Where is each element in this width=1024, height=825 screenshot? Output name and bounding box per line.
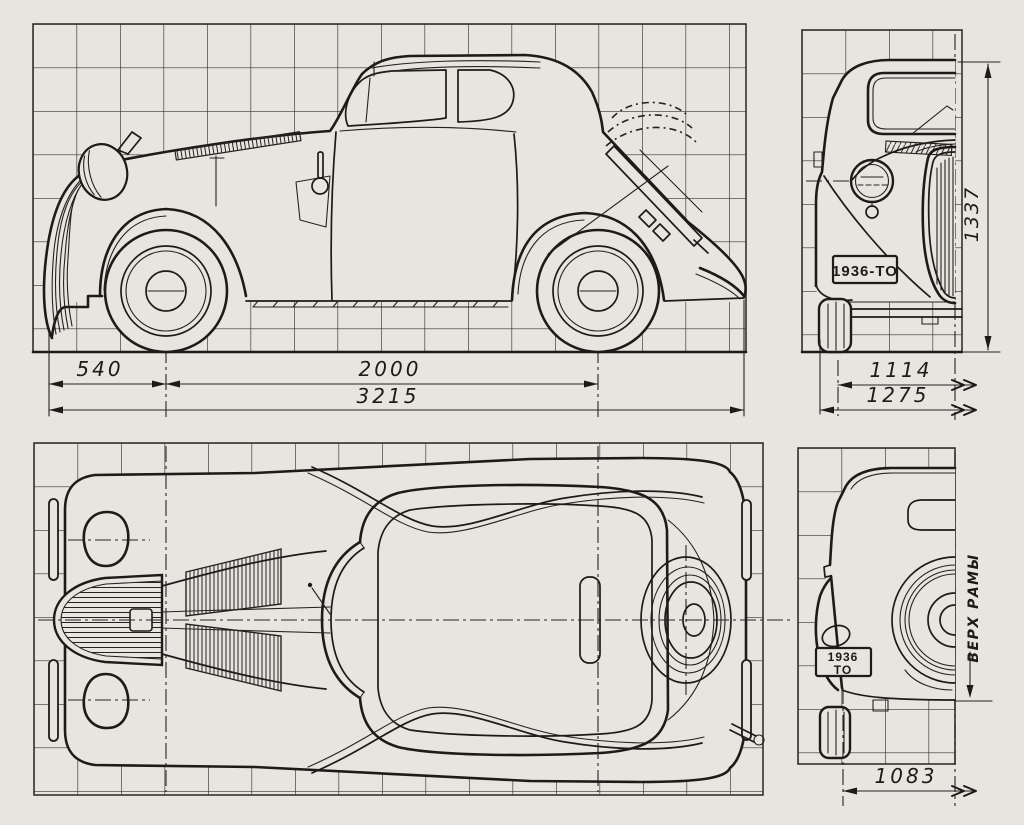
rear-body-outline [828,466,957,567]
taillight [821,624,851,648]
rear-wheel-side [535,228,661,354]
side-bottom-front [50,294,104,338]
rear-window [907,499,956,531]
wind-deflector [117,131,142,155]
front-license-plate: 1936-TO [831,254,899,285]
rear-view: 1936 TO ВЕРХ РАМЫ 1083 [797,447,993,806]
front-fender [98,207,248,298]
front-bumper-blade-right [48,659,59,742]
running-board [252,300,509,308]
dim-overall-height: 1337 [961,186,983,242]
quarter-window [457,69,515,123]
fender-sweep-lines [307,466,705,774]
dim-overall-width: 1275 [867,383,930,407]
side-view: 540 2000 3215 [31,23,748,420]
frame-top-line [841,689,956,701]
rear-crank-handle [729,723,765,746]
frame-top-label: ВЕРХ РАМЫ [966,553,982,662]
vent-window-divider [365,77,371,123]
hood-louvre-band [174,131,302,161]
front-width-dimensions: 1114 1275 [819,339,977,416]
wiper-top [307,582,331,615]
hood-vent-left [185,548,282,617]
fender-sweep-front [823,175,931,298]
rear-bumper-blade-right [741,659,752,741]
rear-plate-line2: TO [834,663,852,677]
front-plate-text: 1936-TO [832,263,898,280]
headlight-top-right [68,672,150,730]
side-dimensions: 540 2000 3215 [48,299,745,417]
side-bracket [813,151,823,168]
rear-track-dimension: 1083 [842,764,977,797]
hinge-bracket [823,564,832,578]
door-handle [311,151,329,195]
sunroof-lines [371,60,541,77]
rear-bracket [872,699,889,712]
roof-inner-line-rear [850,472,956,490]
rear-fender [510,211,666,302]
spare-wheel-rear [891,556,956,691]
frame-top-callout: ВЕРХ РАМЫ [955,553,993,702]
folded-top-cloud [605,101,697,147]
rear-deck-details [547,145,746,300]
dim-wheelbase: 2000 [359,357,422,381]
hood-inner-line [915,143,956,153]
front-wheel-side [103,228,229,354]
rocker-line [245,297,745,302]
rear-body-fill [815,468,955,700]
nose-louvres [51,171,91,335]
rear-wheel-rearview [818,705,852,760]
wiper-front [911,105,954,135]
dim-rear-track: 1083 [875,764,938,788]
top-view [33,442,790,796]
headlight-side [77,143,129,201]
dim-front-track: 1114 [870,358,933,382]
headlight-top-left [68,510,150,568]
front-bumper-blade-left [48,498,59,581]
grille-front [921,145,957,305]
dim-front-overhang: 540 [76,357,123,381]
windshield-front [866,71,957,136]
front-body-outline [814,58,957,288]
hood-edge-line [851,139,956,181]
rear-bumper-blade-left [741,499,752,581]
door-front-edge [330,131,337,301]
cowl-hatch [884,140,953,157]
hood-vent-right [185,623,282,692]
height-dimension: 1337 [957,61,1001,353]
top-body-fill [65,458,746,782]
front-fender-inner-line [103,215,167,291]
front-view: 1936-TO 1337 1114 [800,29,1001,420]
rear-license-plate: 1936 TO [814,646,873,678]
front-wheel-frontview [817,297,853,354]
hood-side-seam [209,155,225,207]
door-rear-edge [511,133,519,301]
dim-overall-length: 3215 [357,384,420,408]
rear-fender-inner-line [517,219,585,295]
grille-top [52,573,164,667]
rear-plate-line1: 1936 [828,650,859,664]
belt-line [339,126,517,133]
parking-light [865,205,879,219]
